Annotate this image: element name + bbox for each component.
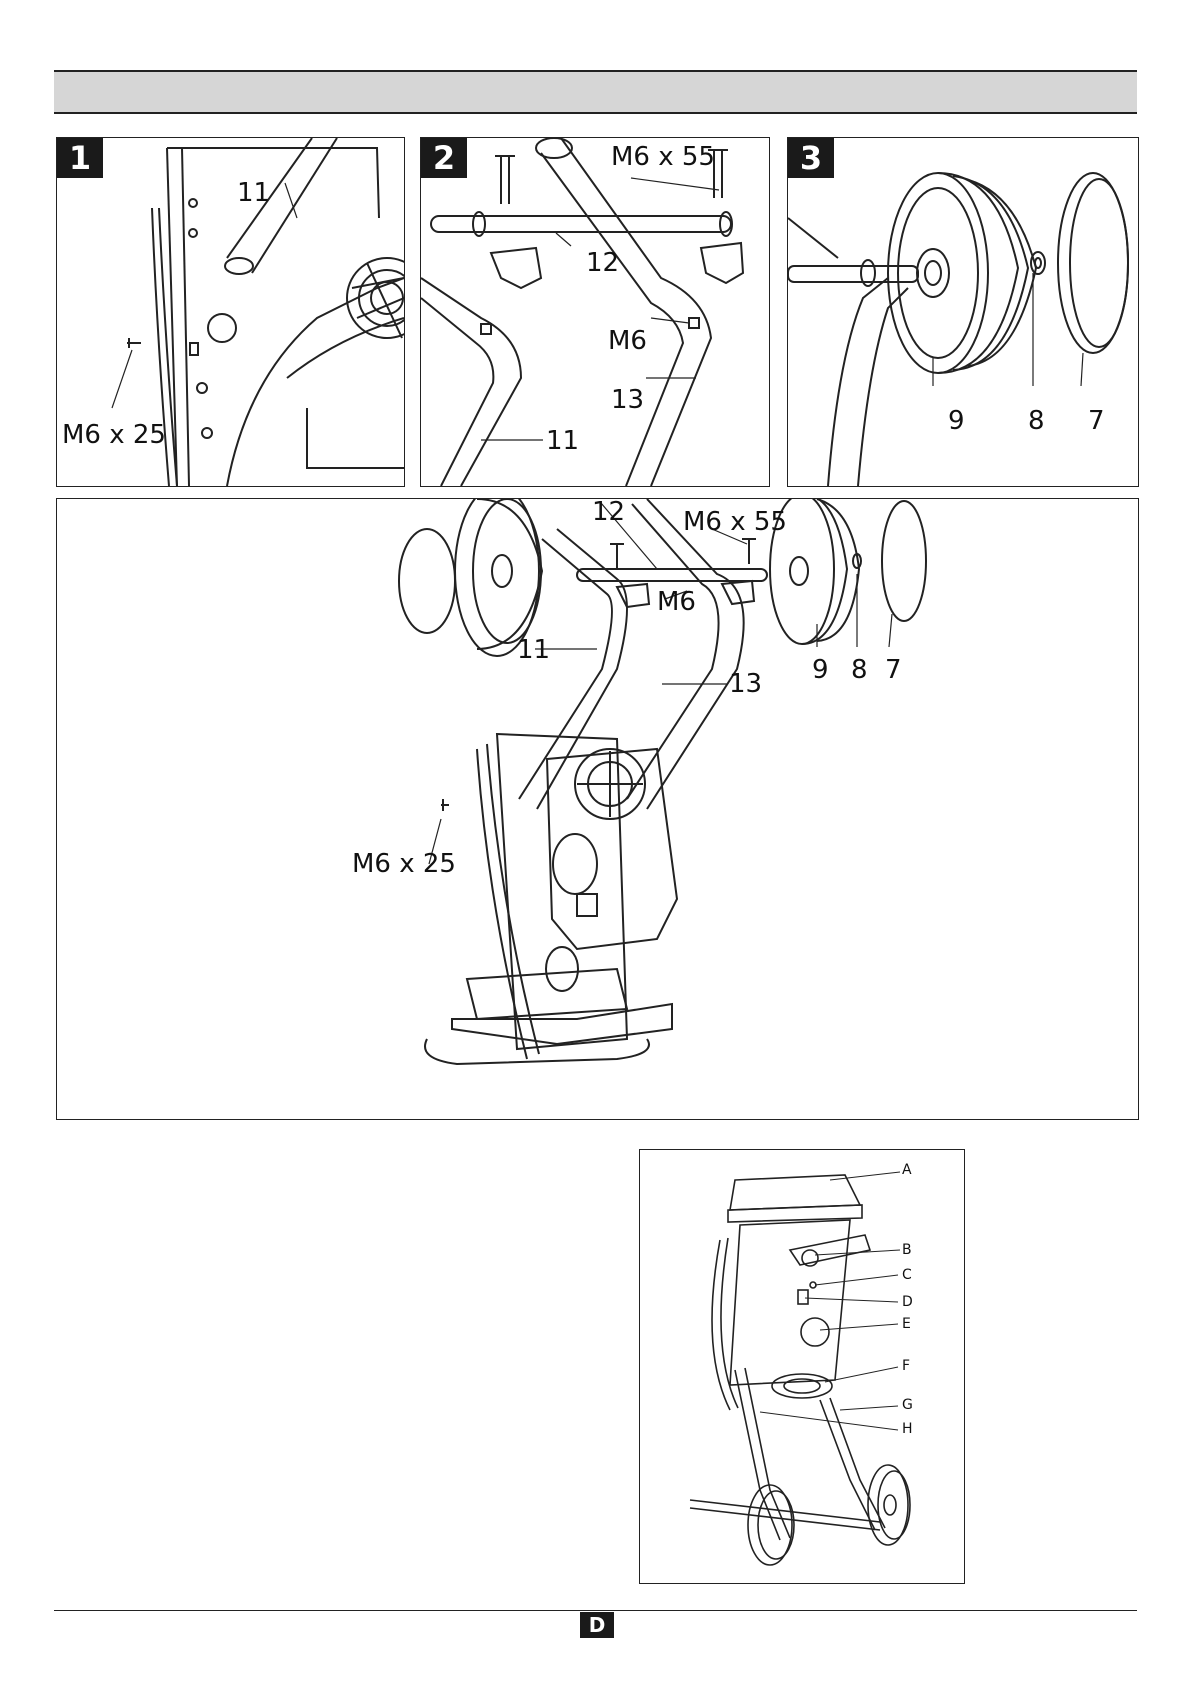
parts-label-c: C: [902, 1267, 912, 1283]
step-2-panel: 2 M6 x 55 12: [420, 137, 770, 487]
overview-label-screw: M6 x 25: [352, 849, 456, 879]
parts-label-a: A: [902, 1162, 912, 1178]
step-1-label-tube: 11: [237, 178, 270, 208]
parts-figure-illustration: [640, 1150, 964, 1583]
step-3-label-cap: 7: [1088, 406, 1105, 436]
parts-label-b: B: [902, 1242, 912, 1258]
step-2-label-tube-left: 11: [546, 426, 579, 456]
overview-label-wheel: 9: [812, 655, 829, 685]
step-2-label-bolt: M6 x 55: [611, 142, 715, 172]
overview-label-tube-left: 11: [517, 635, 550, 665]
parts-label-d: D: [902, 1294, 913, 1310]
overview-panel: 12 M6 x 55 M6 9 8 7 11 13 M6 x 25: [56, 498, 1139, 1120]
step-3-label-wheel: 9: [948, 406, 965, 436]
step-2-label-nut: M6: [608, 326, 647, 356]
step-3-label-washer: 8: [1028, 406, 1045, 436]
step-2-illustration: [421, 138, 769, 486]
overview-label-nut: M6: [657, 587, 696, 617]
footer-divider: [54, 1610, 1137, 1611]
parts-label-f: F: [902, 1358, 910, 1374]
header-bar: [54, 70, 1137, 114]
overview-label-washer: 8: [851, 655, 868, 685]
overview-label-cap: 7: [885, 655, 902, 685]
parts-figure: A B C D E F G H: [639, 1149, 965, 1584]
step-3-panel: 3 9 8 7: [787, 137, 1139, 487]
step-1-label-screw: M6 x 25: [62, 420, 166, 450]
overview-label-tube-right: 13: [729, 669, 762, 699]
overview-illustration: [57, 499, 1138, 1119]
overview-label-axle: 12: [592, 498, 625, 527]
step-2-label-tube-right: 13: [611, 385, 644, 415]
language-badge: D: [580, 1612, 614, 1638]
parts-label-e: E: [902, 1316, 911, 1332]
step-2-label-axle: 12: [586, 248, 619, 278]
parts-label-h: H: [902, 1421, 913, 1437]
parts-label-g: G: [902, 1397, 913, 1413]
step-1-panel: 1: [56, 137, 405, 487]
overview-label-bolt: M6 x 55: [683, 507, 787, 537]
